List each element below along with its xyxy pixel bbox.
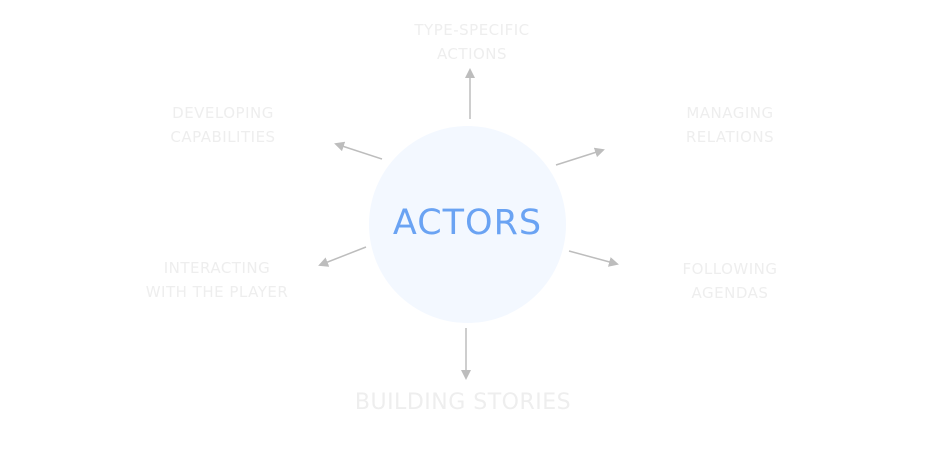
arrow-bottom-left: [318, 246, 367, 267]
node-type-specific-actions: TYPE-SPECIFIC ACTIONS: [392, 18, 552, 66]
node-label-line: DEVELOPING: [172, 104, 274, 122]
node-label-line: FOLLOWING: [682, 260, 778, 278]
node-label-line: CAPABILITIES: [170, 128, 276, 146]
arrow-top-left: [334, 141, 383, 160]
node-label-line: INTERACTING: [163, 259, 271, 277]
node-label-line: AGENDAS: [691, 284, 769, 302]
node-label-line: WITH THE PLAYER: [145, 283, 289, 301]
node-label-line: RELATIONS: [685, 128, 775, 146]
node-label-line: BUILDING STORIES: [354, 390, 572, 415]
node-following-agendas: FOLLOWING AGENDAS: [650, 257, 810, 305]
node-interacting-with-the-player: INTERACTING WITH THE PLAYER: [127, 256, 307, 304]
node-developing-capabilities: DEVELOPING CAPABILITIES: [143, 101, 303, 149]
center-label: ACTORS: [392, 203, 543, 243]
node-managing-relations: MANAGING RELATIONS: [650, 101, 810, 149]
node-label-line: MANAGING: [686, 104, 774, 122]
node-label-line: ACTIONS: [436, 45, 508, 63]
node-building-stories: BUILDING STORIES: [313, 388, 613, 418]
arrow-bottom-right: [568, 250, 619, 267]
actors-circle: [369, 126, 566, 323]
arrow-top-right: [555, 147, 605, 166]
node-label-line: TYPE-SPECIFIC: [414, 21, 530, 39]
